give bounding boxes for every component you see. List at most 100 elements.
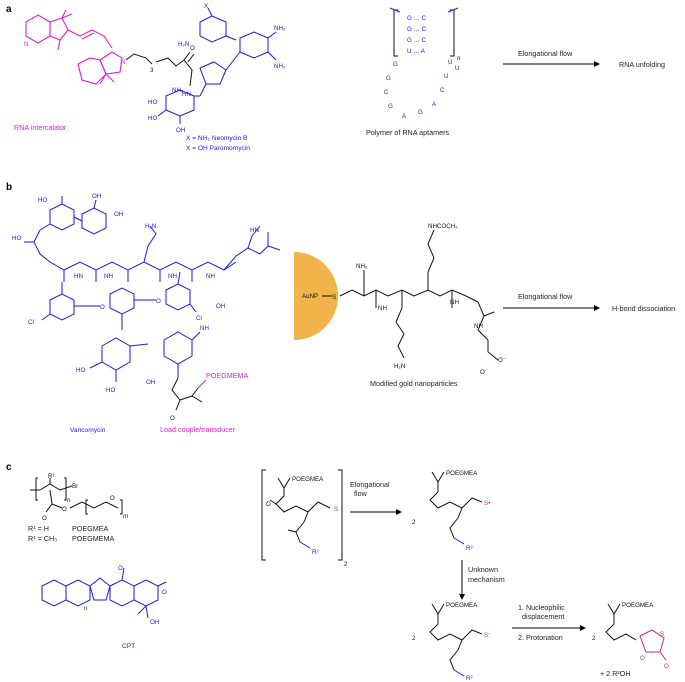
result-b: H-bond dissociation [612, 304, 675, 313]
step1b-label: displacement [522, 612, 564, 621]
gold-label: Modified gold nanoparticles [370, 379, 458, 388]
ester-o: O [62, 506, 67, 513]
cpt-structure [41, 567, 167, 619]
arrow-b [503, 305, 600, 311]
ho-left: HO [148, 99, 157, 106]
nh-2: NH [168, 273, 177, 280]
polymer-structure [30, 477, 123, 515]
rna-loop-11: U [455, 65, 459, 72]
gold-nanoparticle [294, 252, 338, 340]
rna-loop-7: A [432, 101, 437, 108]
nh2-cys: NH₂ [356, 263, 368, 270]
hn-leu: HN [250, 227, 259, 234]
carbonyl-o-c: O [42, 515, 47, 522]
nh-sugar: NH [200, 325, 209, 332]
arrow-a [503, 61, 600, 67]
nhcoch3-label: NHCOCH₃ [428, 223, 458, 230]
two-prec: 2 [344, 561, 348, 568]
oh-bottom: OH [176, 127, 185, 134]
o-transducer: O [170, 415, 175, 422]
r1-h-name: POEGMEA [72, 524, 109, 533]
rna-intercalator-label: RNA intercalator [14, 123, 67, 132]
nh-ala: NH [474, 323, 483, 330]
rna-loop-6: G [418, 109, 423, 116]
o-prec-1: O [266, 501, 271, 508]
cl-right: Cl [196, 315, 202, 322]
nh-lys1: NH [378, 305, 387, 312]
poegmea-2: POEGMEA [446, 470, 478, 477]
s-atom-b: S [332, 294, 336, 301]
rna-loop-9: U [444, 73, 448, 80]
hn-1: HN [74, 273, 83, 280]
rna-aptamer-structure [389, 7, 459, 57]
neomycin-label: X = NH₂ Neomycin B [186, 135, 248, 142]
rna-loop-2: G [386, 75, 391, 82]
h2n-asn: H₂N [145, 223, 156, 230]
aminoglycoside-structure [157, 7, 277, 124]
br-label: Br [72, 483, 78, 490]
r2-radical: R² [466, 545, 473, 552]
two-product: 2 [592, 635, 596, 642]
r1-label: R¹ [48, 473, 55, 480]
step1a-label: 1. Nucleophilic [518, 603, 565, 612]
hn-link: HN [182, 91, 191, 98]
rna-loop-8: C [440, 87, 445, 94]
ether-o: O [110, 495, 115, 502]
o-product: O [640, 655, 645, 662]
poegmema-label-b: POEGMEMA [206, 371, 249, 380]
nh-lys2: NH [450, 299, 459, 306]
arrow-c1 [350, 509, 402, 515]
rna-loop-1: G [393, 61, 398, 68]
vancomycin-label: Vancomycin [70, 427, 106, 434]
s-radical: S• [484, 500, 490, 507]
rna-loop-4: G [388, 103, 393, 110]
cpt-n1: n [84, 605, 88, 612]
rna-pair-4: U … A [407, 48, 426, 55]
oh-top: OH [92, 193, 101, 200]
chain-subscript: 3 [150, 67, 154, 74]
aptamer-subscript-n: n [457, 55, 461, 62]
rna-loop-5: A [402, 113, 407, 120]
aptamer-label: Polymer of RNA aptamers [366, 128, 449, 137]
oh-top-right: OH [114, 211, 123, 218]
r2-prec: R² [312, 549, 319, 556]
x-atom: X [204, 3, 208, 10]
o-ether-2: O [156, 298, 161, 305]
elong-label-1: Elongational [350, 480, 390, 489]
intercalator-n2: N [121, 59, 125, 66]
o-ether-1: O [100, 304, 105, 311]
panel-letter-a: a [6, 4, 12, 15]
h2n-lys: H₂N [394, 363, 405, 370]
ho-top-left: HO [38, 197, 47, 204]
s-product: S [660, 631, 664, 638]
nh2-mid: NH₂ [172, 87, 184, 94]
peptide-ligand [322, 229, 499, 361]
load-transducer-structure [171, 377, 207, 411]
poegmea-1: POEGMEA [292, 476, 324, 483]
h2n-top: H₂N [178, 41, 189, 48]
two-radical: 2 [412, 519, 416, 526]
ho-bottom: HO [148, 115, 157, 122]
arrow-c2 [459, 560, 465, 600]
cpt-o1: O [118, 565, 123, 572]
panel-letter-b: b [6, 182, 12, 193]
flow-label-b: Elongational flow [518, 292, 573, 301]
cpt-label: CPT [122, 643, 135, 650]
nh2-right-top: NH₂ [274, 25, 286, 32]
panel-letter-c: c [6, 462, 12, 473]
thiyl-radical-structure [429, 471, 483, 545]
cyclic-product-structure [605, 603, 667, 661]
s-anion: S⁻ [484, 632, 491, 639]
vancomycin-structure [24, 196, 281, 382]
o-carboxyl: O [480, 369, 485, 376]
rna-pair-3: G … C [407, 37, 426, 44]
o-carbonyl-product: O [664, 663, 669, 670]
rna-intercalator-structure: 3 O [25, 9, 195, 87]
polymer-m: m [123, 513, 128, 520]
r1-ch3: R¹ = CH₃ [28, 534, 57, 543]
intercalator-n1: N [24, 41, 28, 48]
paromomycin-label: X = OH Paromomycin [186, 145, 250, 152]
oh-right: OH [216, 303, 225, 310]
byproduct-label: + 2 R²OH [600, 669, 631, 678]
